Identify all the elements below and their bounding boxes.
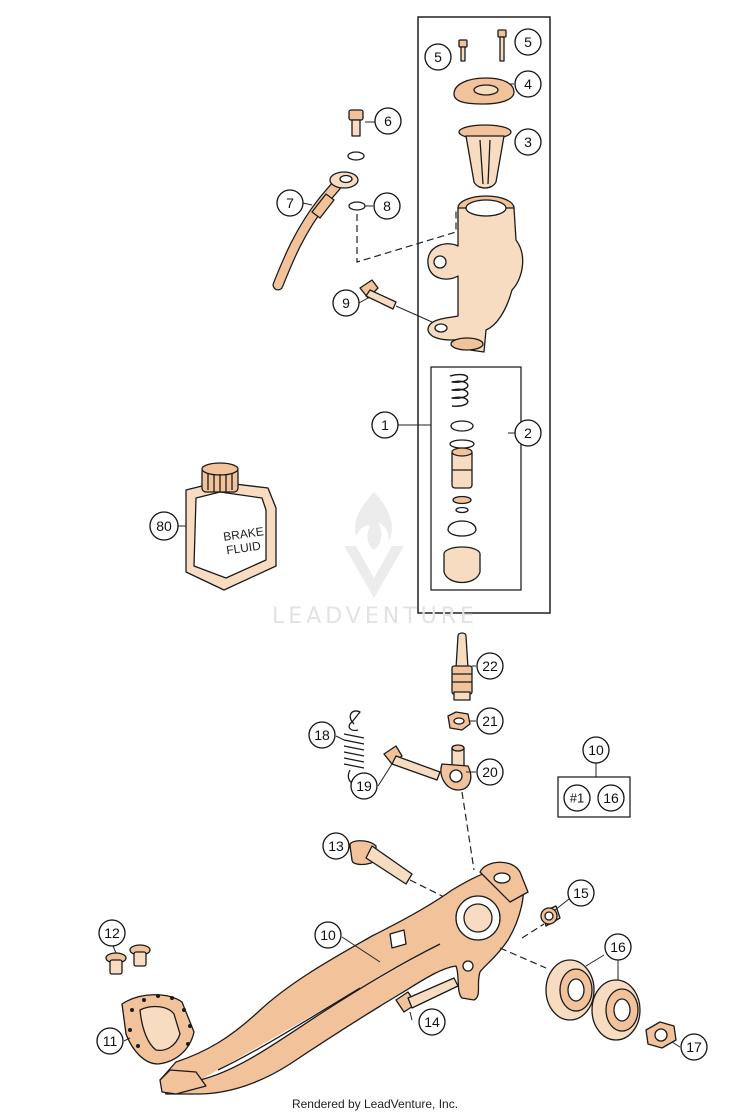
callout-2: 2: [514, 419, 542, 447]
svg-text:#1: #1: [570, 791, 584, 806]
svg-text:3: 3: [524, 134, 532, 150]
svg-text:17: 17: [686, 1039, 702, 1055]
bolt-part-19: [383, 745, 441, 781]
callout-9: 9: [332, 289, 360, 317]
container-label-line1: BRAKE: [222, 524, 264, 544]
svg-text:22: 22: [482, 658, 498, 674]
callout-7: 7: [276, 189, 304, 217]
brake-pedal-part-10: [159, 861, 529, 1095]
callout-16: 16: [604, 933, 632, 961]
svg-text:21: 21: [482, 713, 498, 729]
callout-15: 15: [567, 879, 595, 907]
washer-part-8: [348, 201, 366, 211]
callout-8: 8: [373, 192, 401, 220]
callout-1: 1: [371, 411, 399, 439]
callout-kit-16: 16: [597, 784, 625, 812]
callout-3: 3: [514, 128, 542, 156]
svg-text:18: 18: [314, 727, 330, 743]
diaphragm-part-3: [458, 124, 512, 189]
nut-part-21: [447, 711, 471, 731]
brake-hose-part-7: [272, 171, 359, 291]
svg-text:7: 7: [286, 195, 294, 211]
svg-text:10: 10: [320, 927, 336, 943]
reservoir-cover-part-4: [453, 77, 515, 105]
brake-fluid-container: [185, 462, 277, 591]
screws-part-12: [105, 944, 151, 975]
svg-text:20: 20: [482, 764, 498, 780]
piston-kit-parts: [443, 373, 481, 584]
footer-credit: Rendered by LeadVenture, Inc.: [291, 1097, 459, 1111]
callout-22: 22: [476, 652, 504, 680]
callout-20: 20: [476, 758, 504, 786]
svg-text:16: 16: [610, 939, 626, 955]
svg-text:16: 16: [603, 790, 619, 806]
callout-11: 11: [96, 1027, 124, 1055]
svg-text:13: 13: [328, 838, 344, 854]
callout-5-left: 5: [424, 43, 452, 71]
svg-text:5: 5: [524, 34, 532, 50]
callout-4: 4: [514, 70, 542, 98]
screw-part-5-right: [497, 29, 507, 62]
master-cylinder-body: [427, 195, 524, 353]
svg-text:19: 19: [356, 778, 372, 794]
callout-14: 14: [418, 1008, 446, 1036]
svg-text:6: 6: [384, 113, 392, 129]
callout-19: 19: [350, 772, 378, 800]
bolt-part-14: [395, 977, 459, 1013]
svg-text:15: 15: [573, 885, 589, 901]
callout-12: 12: [98, 919, 126, 947]
svg-text:2: 2: [524, 425, 532, 441]
screw-part-5-left: [458, 39, 468, 62]
svg-text:10: 10: [588, 742, 604, 758]
master-cylinder-assembly-box: [417, 16, 551, 614]
callout-13: 13: [322, 832, 350, 860]
push-rod-part-22: [451, 632, 473, 701]
bearing-part-16-a: [545, 959, 595, 1021]
callout-80: 80: [149, 511, 179, 541]
watermark-text: LEADVENTURE: [272, 604, 478, 629]
svg-text:11: 11: [103, 1033, 118, 1049]
callout-6: 6: [374, 107, 402, 135]
svg-text:80: 80: [156, 518, 172, 534]
container-label-line2: FLUID: [225, 539, 262, 558]
leadventure-logo-watermark: [344, 492, 404, 598]
callout-5-right: 5: [514, 28, 542, 56]
banjo-bolt-part-6: [348, 109, 364, 137]
callout-17: 17: [680, 1033, 708, 1061]
pedal-tip-part-11: [121, 994, 195, 1065]
svg-text:8: 8: [383, 198, 391, 214]
piston-kit-box: [430, 366, 522, 591]
svg-text:14: 14: [424, 1014, 440, 1030]
nut-part-17: [645, 1021, 677, 1049]
svg-text:12: 12: [104, 925, 120, 941]
pivot-pin-part-13: [349, 840, 413, 885]
bearing-part-16-b: [591, 979, 641, 1041]
bushing-part-15: [540, 905, 561, 927]
clevis-part-20: [440, 744, 472, 791]
callout-10-pedal: 10: [314, 921, 342, 949]
assembly-line-hose: [356, 208, 457, 263]
bolt-part-9: [359, 279, 397, 310]
callout-10-kit: 10: [582, 736, 610, 764]
callout-21: 21: [476, 707, 504, 735]
washer-upper: [347, 151, 365, 161]
svg-text:1: 1: [381, 417, 389, 433]
svg-text:9: 9: [342, 295, 350, 311]
callout-18: 18: [308, 721, 336, 749]
return-spring-part-18: [343, 710, 365, 784]
callout-kit-1: #1: [563, 784, 591, 812]
svg-text:5: 5: [434, 49, 442, 65]
svg-text:4: 4: [524, 76, 532, 92]
